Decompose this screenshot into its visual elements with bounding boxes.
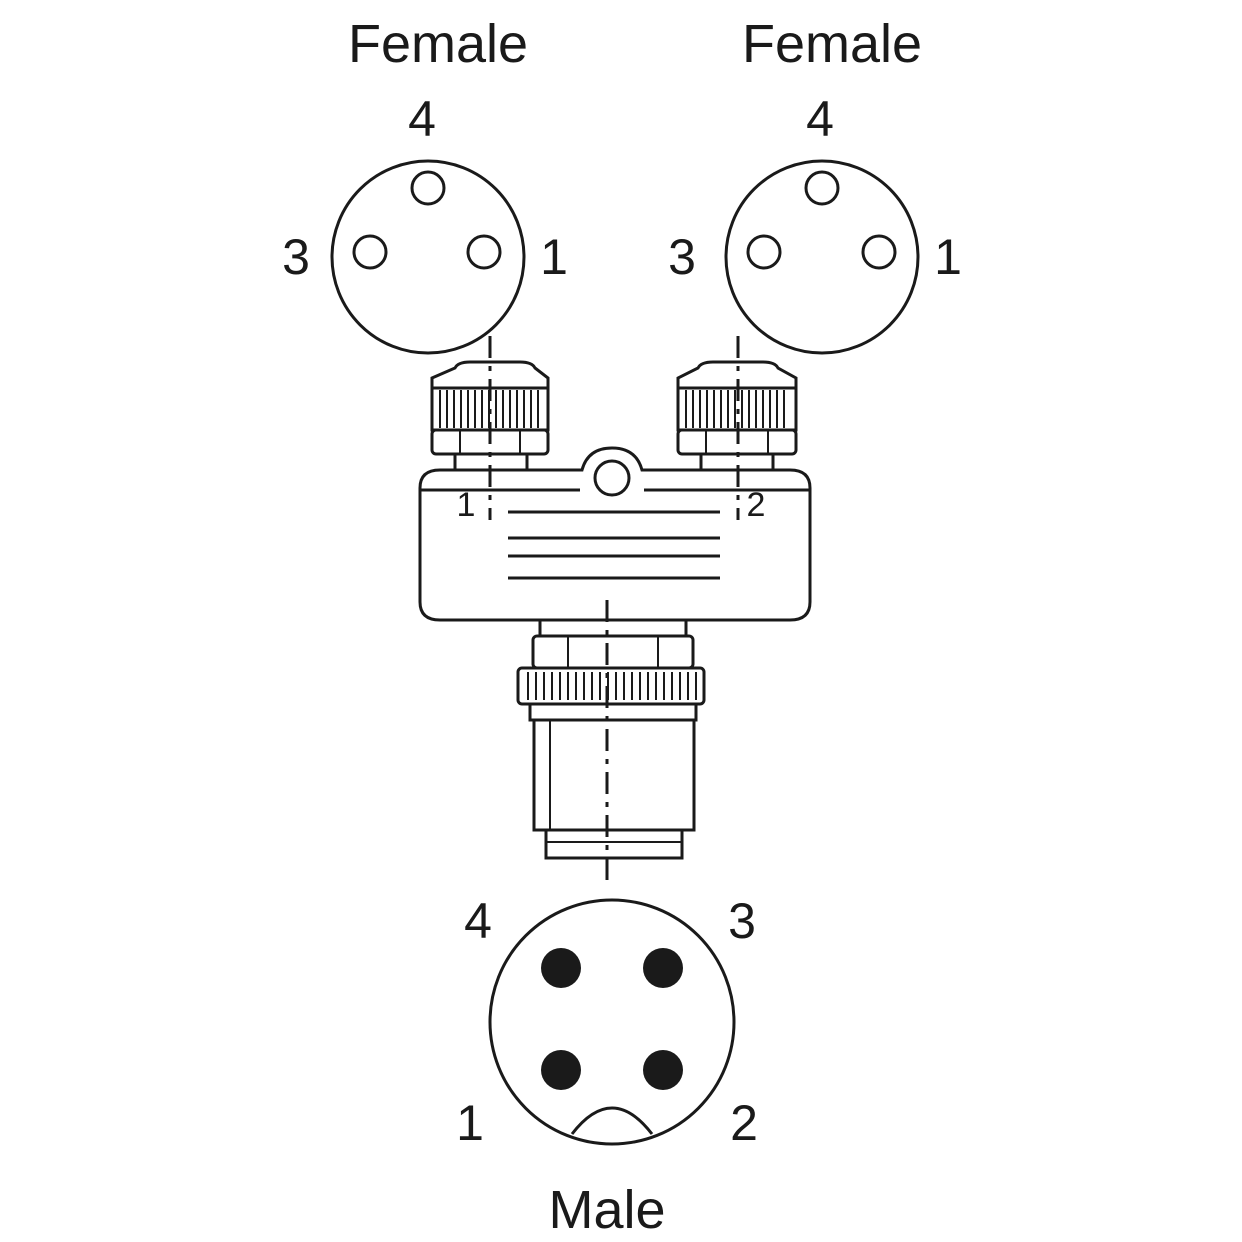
male-pin-3: [643, 948, 683, 988]
male-pin-1-label: 1: [456, 1095, 484, 1151]
female-left-socket-3: [352, 234, 388, 270]
male-title: Male: [548, 1180, 665, 1240]
female-right-socket-1: [861, 234, 897, 270]
port-1-label: 1: [457, 486, 476, 524]
male-pin-4-label: 4: [464, 893, 492, 949]
mounting-hole: [593, 459, 631, 497]
female-right-socket-3: [746, 234, 782, 270]
female-left-pin-3-label: 3: [282, 229, 310, 285]
female-left-face: [330, 159, 526, 355]
male-coding-key: [570, 1106, 654, 1135]
male-pin-1: [541, 1050, 581, 1090]
male-pin-2: [643, 1050, 683, 1090]
female-left-outline: [330, 159, 526, 355]
male-outline: [488, 898, 736, 1146]
male-face: [488, 898, 736, 1146]
splitter-body: [418, 446, 812, 622]
male-connector: [516, 618, 706, 860]
female-left-pin-1-label: 1: [540, 229, 568, 285]
female-right-pin-1-label: 1: [934, 229, 962, 285]
port-2-label: 2: [747, 486, 766, 524]
male-pin-2-label: 2: [730, 1095, 758, 1151]
female-right-title: Female: [742, 14, 922, 74]
male-pin-3-label: 3: [728, 893, 756, 949]
female-right-socket-4: [804, 170, 840, 206]
male-pin-4: [541, 948, 581, 988]
female-left-socket-4: [410, 170, 446, 206]
female-left-title: Female: [348, 14, 528, 74]
female-right-pin-4-label: 4: [806, 91, 834, 147]
female-right-pin-3-label: 3: [668, 229, 696, 285]
female-left-pin-4-label: 4: [408, 91, 436, 147]
female-left-socket-1: [466, 234, 502, 270]
female-right-outline: [724, 159, 920, 355]
female-right-face: [724, 159, 920, 355]
